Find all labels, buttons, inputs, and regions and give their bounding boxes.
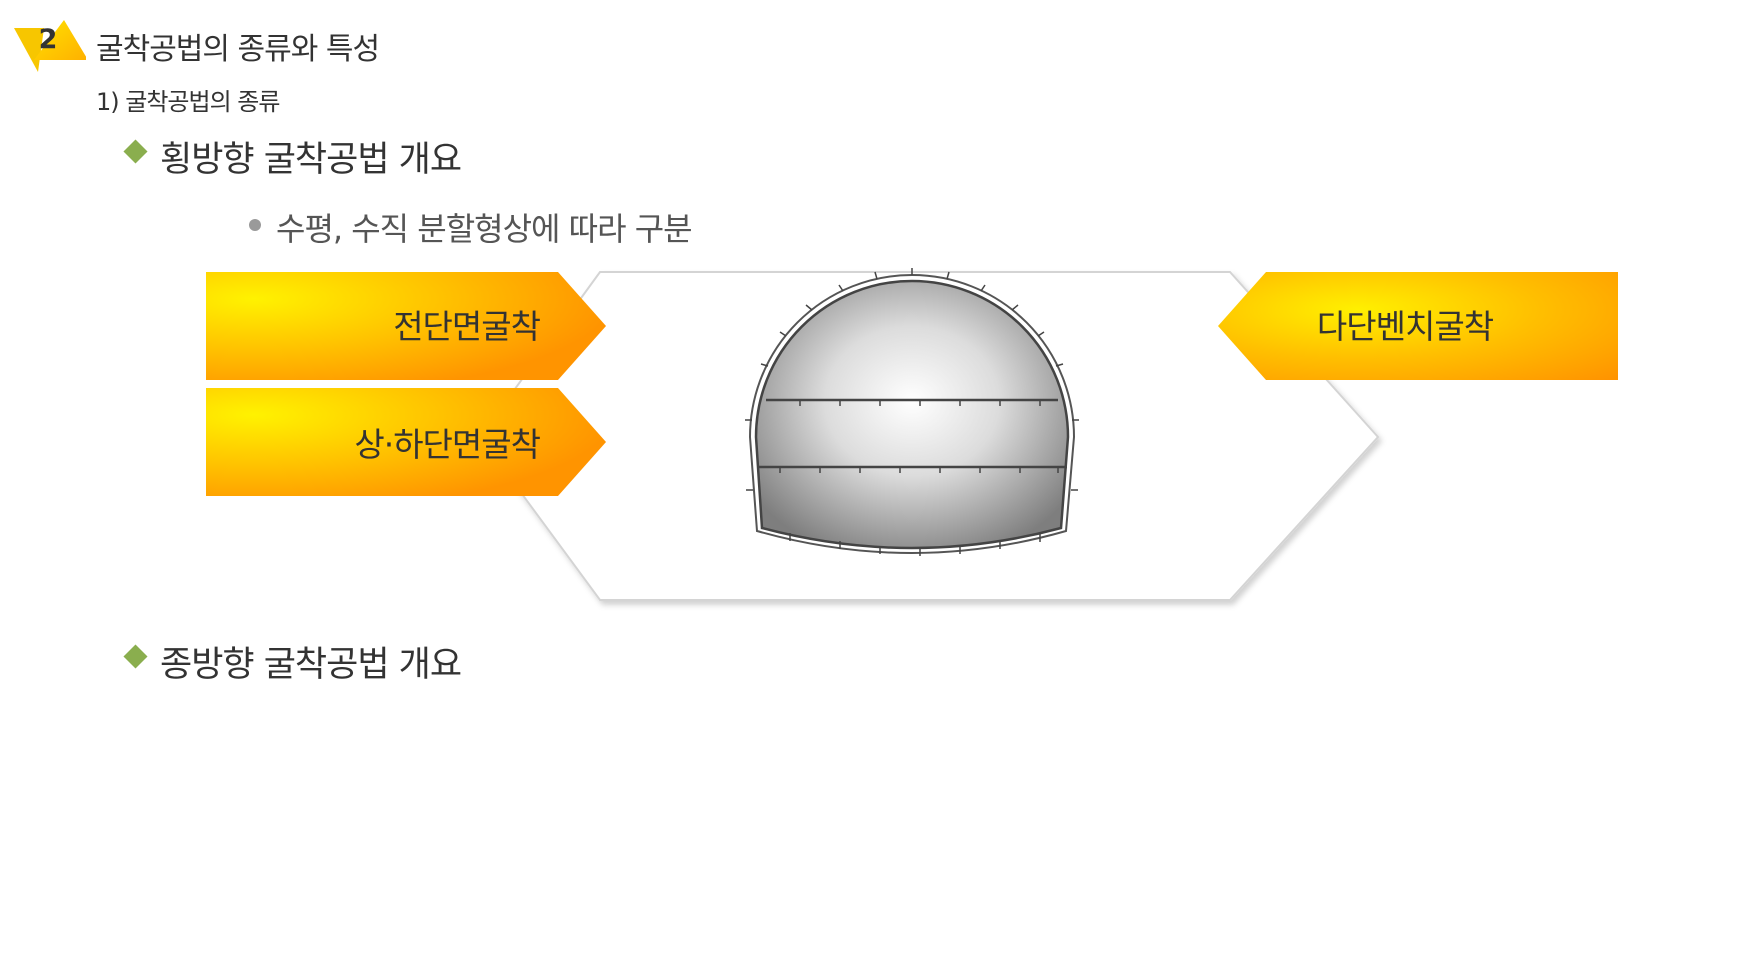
section-title: 굴착공법의 종류와 특성 <box>96 32 380 67</box>
lateral-excavation-heading: 횡방향 굴착공법 개요 <box>160 140 462 180</box>
section-number: 2 <box>38 24 58 55</box>
bench-cut-excavation-label: 상·하단면굴착 <box>354 425 541 464</box>
longitudinal-excavation-heading: 종방향 굴착공법 개요 <box>160 645 462 685</box>
multi-bench-excavation-label: 다단벤치굴착 <box>1316 307 1494 346</box>
diamond-bullet-icon <box>123 139 148 164</box>
diamond-bullet-icon <box>123 644 148 669</box>
rock-bolt-ticks <box>745 268 1079 556</box>
full-face-excavation-label: 전단면굴착 <box>393 307 541 346</box>
bullet-dot-icon <box>249 219 261 231</box>
tunnel-cross-section-icon <box>745 268 1079 556</box>
diagram-hexagon-panel <box>478 271 1380 601</box>
lateral-bullet-text: 수평, 수직 분할형상에 따라 구분 <box>276 210 693 248</box>
subsection-title: 1) 굴착공법의 종류 <box>96 88 280 116</box>
section-badge-icon <box>14 20 86 72</box>
